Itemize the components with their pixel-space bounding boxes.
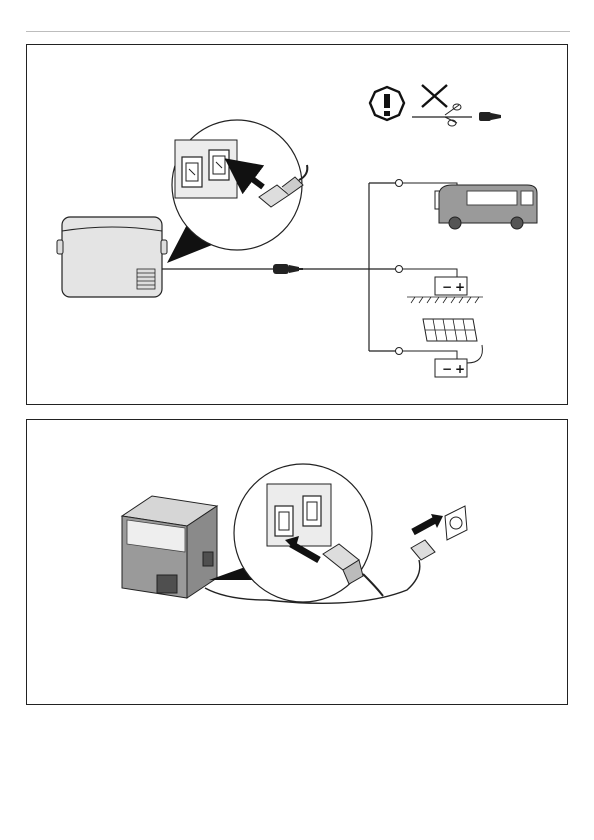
dc-socket [303, 496, 321, 526]
stationary-battery-source: − + [396, 266, 484, 304]
dc-socket [209, 150, 229, 180]
cigarette-plug [273, 264, 303, 274]
ac-socket-zoom-callout [209, 464, 383, 602]
ac-connection-panel [26, 419, 568, 705]
battery-minus: − [442, 280, 452, 294]
cooler-box-3d [122, 496, 217, 598]
vehicle-battery-source: − + [396, 180, 538, 230]
socket-zoom-callout [167, 120, 307, 263]
header-rule [26, 31, 570, 32]
plug-in-arrow [413, 520, 435, 532]
ac-socket [275, 506, 293, 536]
battery-plus: + [455, 362, 465, 376]
ac-connection-diagram [27, 420, 569, 706]
ground-hatch [407, 297, 483, 303]
cooler-box-front [57, 217, 167, 297]
schuko-plug [411, 540, 435, 560]
wall-socket-icon [445, 506, 467, 540]
ac-socket [182, 157, 202, 187]
battery-plus: + [455, 280, 465, 294]
cut-plug-crossed-icon [412, 85, 501, 126]
battery-minus: − [442, 362, 452, 376]
solar-panel-icon [423, 319, 477, 341]
van-icon [439, 185, 537, 229]
dc-connection-diagram: − + − + − + [27, 45, 569, 406]
exclamation-octagon-icon [370, 87, 404, 120]
source-branches [369, 183, 397, 351]
vent-grille [137, 269, 155, 289]
solar-battery-source: − + [396, 319, 483, 377]
dc-connection-panel: − + − + − + [26, 44, 568, 405]
